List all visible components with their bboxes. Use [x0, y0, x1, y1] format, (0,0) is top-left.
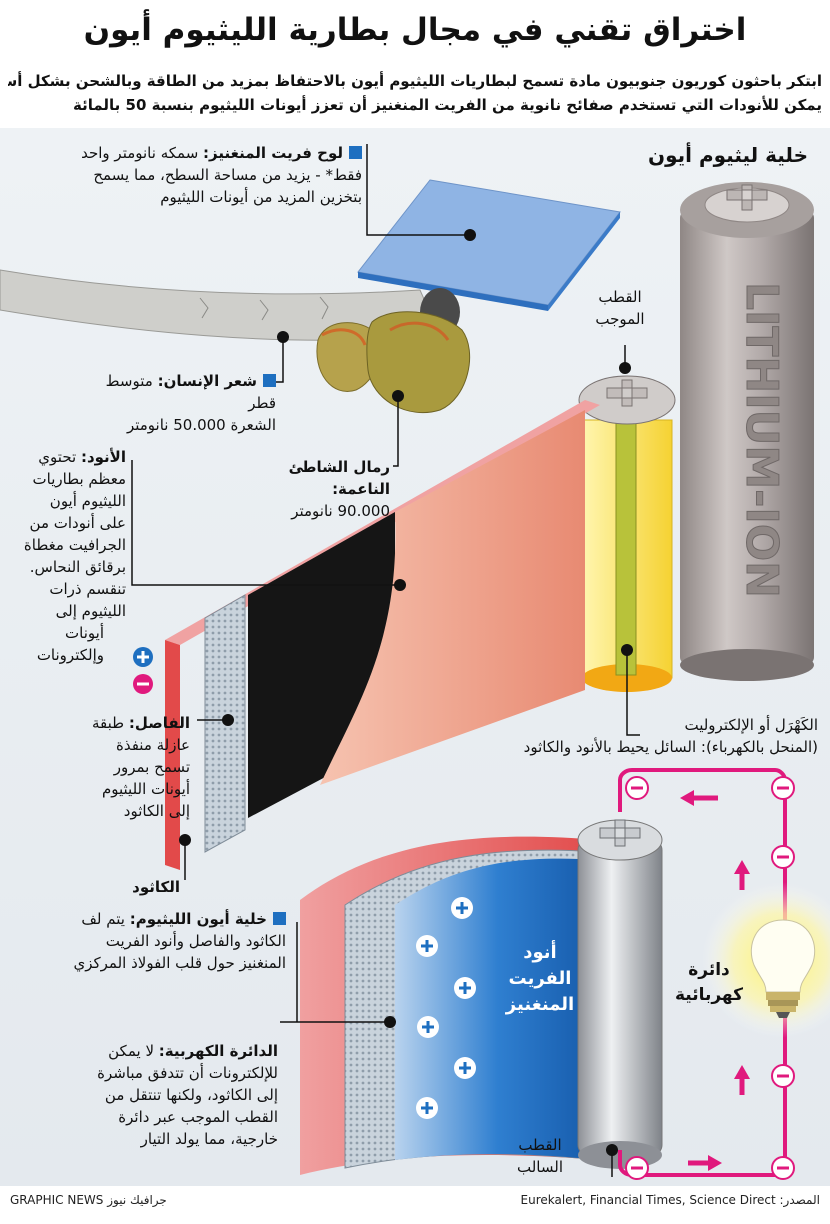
intro-line-2: يمكن للأنودات التي تستخدم صفائح نانوية م… [73, 96, 822, 114]
cathode-label: الكاثود [132, 878, 180, 896]
sand-label: رمال الشاطئ الناعمة: 90.000 نانومتر [288, 458, 390, 520]
electrolyte-leader-line [626, 650, 640, 736]
intro-line-1: ابتكر باحثون كوريون جنوبيون مادة تسمح لب… [8, 72, 822, 90]
ion-plus-icon [451, 897, 473, 919]
ion-plus-icon [133, 647, 153, 667]
bullet-square-icon [349, 146, 362, 159]
battery-label: LITHIUM-ION [736, 282, 787, 598]
cell-label: خلية أيون الليثيوم: يتم لف الكاثود والفا… [73, 910, 286, 972]
ion-plus-icon [416, 935, 438, 957]
source-label: المصدر: [779, 1193, 820, 1207]
footer-credit: GRAPHIC NEWS جرافيك نيوز [10, 1193, 167, 1207]
lithium-ion-battery: LITHIUM-ION [680, 182, 814, 681]
sand-leader-dot [392, 390, 404, 402]
sand-leader-line [393, 396, 399, 467]
anode-label: الأنود: تحتوي معظم بطاريات الليثيوم أيون… [23, 448, 126, 664]
electron-minus-icon [771, 1156, 795, 1180]
source-text: Eurekalert, Financial Times, Science Dir… [520, 1193, 776, 1207]
copper-foil-layer [320, 410, 585, 785]
negative-terminal-label: القطب السالب [517, 1136, 563, 1176]
anode-leader-line [131, 460, 400, 586]
electron-minus-icon [625, 1156, 649, 1180]
positive-terminal-label: القطب الموجب [595, 288, 645, 328]
graphite-anode-layer [248, 512, 395, 818]
hair-label: شعر الإنسان: متوسط قطر الشعرة 50.000 نان… [105, 372, 276, 434]
ferrite-sheet [357, 179, 621, 311]
light-bulb-icon [750, 919, 816, 1018]
electron-markers [625, 776, 795, 1180]
current-arrow-icon-right-upper [734, 860, 750, 890]
electrolyte-cylinder [578, 375, 676, 692]
electron-minus-icon [625, 776, 649, 800]
bullet-square-icon [273, 912, 286, 925]
electrolyte-label: الكَهْرَل أو الإلكتروليت (المنحل بالكهرب… [523, 716, 818, 756]
separator-leader-dot [222, 714, 234, 726]
separator-label: الفاصل: طبقة عازلة منفذة تسمح بمرور أيون… [92, 714, 190, 820]
ion-plus-icon [454, 977, 476, 999]
cathode-leader-dot [179, 834, 191, 846]
lower-rolled-cell [300, 819, 663, 1175]
electric-circuit-label: دائرة كهربائية [674, 960, 744, 1005]
battery-cross-icon [726, 184, 768, 211]
steel-core [577, 839, 663, 1156]
ion-plus-icon [454, 1057, 476, 1079]
cell-leader-dot [384, 1016, 396, 1028]
electrolyte-leader-dot [621, 644, 633, 656]
upper-cell-layers [165, 400, 600, 870]
anode-ion-markers [416, 897, 476, 1119]
current-arrow-icon-right-lower [734, 1065, 750, 1095]
cathode-layer [165, 640, 180, 870]
page-title: اختراق تقني في مجال بطارية الليثيوم أيون [83, 12, 747, 48]
footer-source: المصدر: Eurekalert, Financial Times, Sci… [521, 1192, 821, 1208]
sheet-label: لوح فريت المنغنيز: سمكه نانومتر واحد فقط… [81, 144, 362, 206]
electron-minus-icon [771, 845, 795, 869]
current-arrow-icon-top [680, 790, 718, 806]
electron-minus-icon [771, 1064, 795, 1088]
battery-body [680, 210, 814, 665]
ferrite-anode-label: أنود الفريت المنغنيز [505, 942, 575, 1015]
rolled-ferrite-anode [395, 858, 600, 1160]
bullet-square-icon [263, 374, 276, 387]
ion-plus-icon [417, 1016, 439, 1038]
sheet-leader-line [366, 144, 470, 236]
cell-heading: خلية ليثيوم أيون [648, 143, 808, 167]
sheet-leader-dot [464, 229, 476, 241]
electron-minus-icon [771, 776, 795, 800]
electron-minus-icon [133, 674, 153, 694]
sand-grains [316, 311, 471, 414]
circuit-label: الدائرة الكهربية: لا يمكن للإلكترونات أن… [97, 1042, 278, 1148]
hair-leader-dot [277, 331, 289, 343]
battery-bottom [680, 649, 814, 681]
ion-plus-icon [416, 1097, 438, 1119]
negative-terminal-dot [606, 1144, 618, 1156]
anode-leader-dot [394, 579, 406, 591]
current-arrow-icon-bottom [688, 1155, 722, 1171]
